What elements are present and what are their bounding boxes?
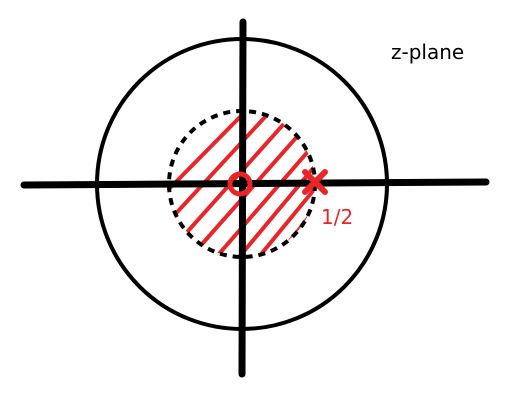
imaginary-axis	[238, 18, 247, 378]
real-axis	[20, 178, 490, 189]
plane-label: z-plane	[391, 40, 464, 64]
pole-label: 1/2	[321, 205, 353, 229]
pole-marker-icon	[302, 169, 328, 195]
zero-marker-icon	[227, 171, 253, 197]
